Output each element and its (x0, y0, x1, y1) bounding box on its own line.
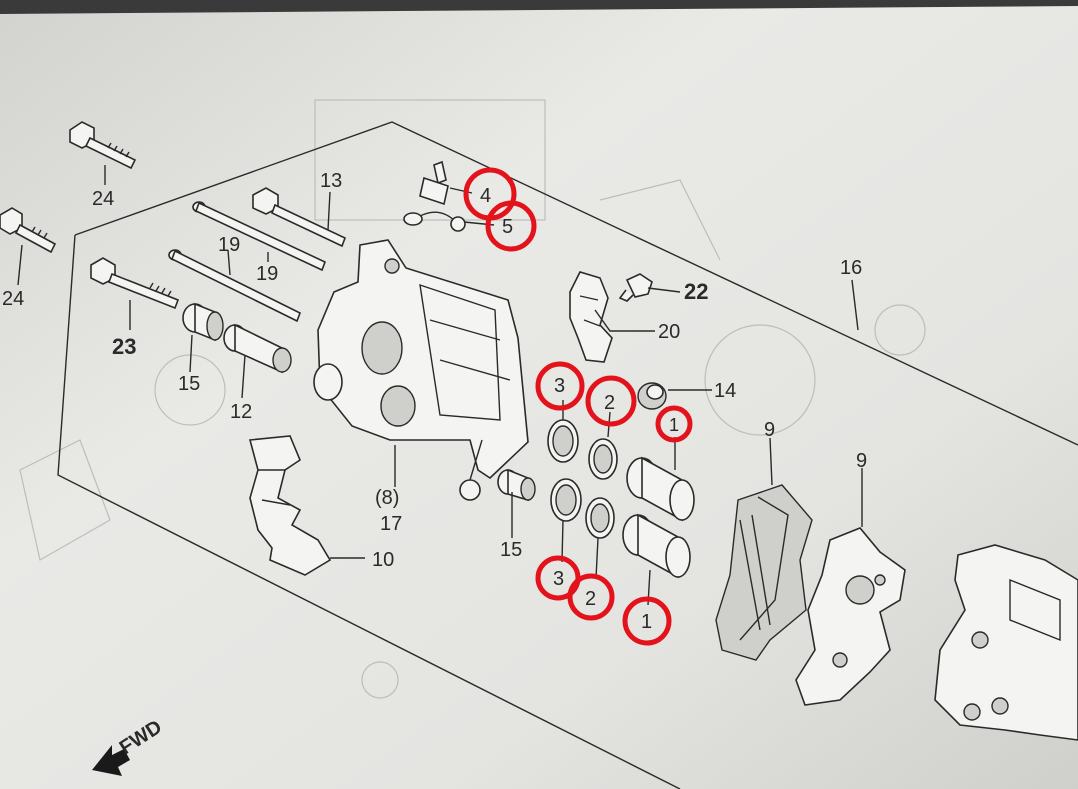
callout-8: (8) (375, 487, 399, 509)
pin-plug-14 (637, 382, 667, 410)
boot-15-left (182, 302, 224, 342)
forward-arrow-icon (92, 745, 130, 776)
bolt-23 (90, 257, 180, 310)
pin-13 (252, 187, 347, 248)
piston-1-lower (622, 513, 691, 579)
piston-seal-2-lower (585, 497, 615, 539)
brake-pad-9-right (795, 527, 906, 706)
callout-19-left: 19 (218, 234, 240, 256)
callout-labels: 24 24 13 19 19 23 15 12 (8) 17 10 15 4 5… (2, 170, 867, 633)
callout-22: 22 (684, 279, 708, 304)
callout-13: 13 (320, 170, 342, 192)
callout-5: 5 (502, 216, 513, 238)
callout-1-upper: 1 (669, 415, 679, 435)
caliper-bracket-16 (934, 544, 1078, 741)
callout-20: 20 (658, 321, 680, 343)
highlight-ring-5 (485, 200, 537, 252)
callout-leader-lines (17, 165, 863, 606)
callout-23: 23 (112, 334, 136, 359)
sleeve-12 (223, 323, 292, 374)
callout-16: 16 (840, 257, 862, 279)
callout-3-upper: 3 (554, 375, 565, 397)
pin-19-upper (192, 201, 327, 272)
highlight-ring-1-upper (655, 405, 693, 443)
callout-14: 14 (714, 380, 736, 402)
highlight-ring-1-lower (622, 596, 672, 646)
callout-15-left: 15 (178, 373, 200, 395)
piston-seal-2-upper (588, 438, 618, 480)
callout-15-right: 15 (500, 539, 522, 561)
highlight-ring-2-upper (585, 375, 637, 427)
callout-19-right: 19 (256, 263, 278, 285)
callout-3-lower: 3 (553, 568, 564, 590)
pad-retainer-20 (569, 271, 613, 363)
piston-1-upper (626, 456, 695, 522)
brake-pad-9-left (715, 484, 813, 661)
bolt-24-lower (0, 207, 57, 254)
callout-2-lower: 2 (585, 588, 596, 610)
caliper-body-17 (313, 239, 529, 501)
callout-9-right: 9 (856, 450, 867, 472)
bleeder-cap-5 (403, 211, 466, 232)
callout-9-left: 9 (764, 419, 775, 441)
callout-2-upper: 2 (604, 392, 615, 414)
highlight-ring-3-upper (535, 361, 585, 411)
boot-15-right (497, 468, 536, 502)
callout-24-upper: 24 (92, 188, 114, 210)
callout-1-lower: 1 (641, 611, 652, 633)
bleeder-screw-4 (419, 160, 449, 206)
callout-24-lower: 24 (2, 288, 24, 310)
callout-4: 4 (480, 185, 491, 207)
bolt-24-upper (69, 121, 137, 170)
red-highlight-circles (463, 167, 693, 646)
callout-17: 17 (380, 513, 402, 535)
assembly-boundary-top (74, 121, 1078, 446)
dust-seal-3-upper (547, 419, 579, 463)
pin-19-lower (168, 249, 302, 323)
top-edge-shadow (0, 0, 1078, 14)
assembly-boundary-bottom (57, 234, 681, 789)
pad-spring-10 (248, 435, 332, 576)
highlight-ring-2-lower (567, 573, 615, 621)
callout-10: 10 (372, 549, 394, 571)
callout-12: 12 (230, 401, 252, 423)
dust-seal-3-lower (550, 478, 582, 522)
